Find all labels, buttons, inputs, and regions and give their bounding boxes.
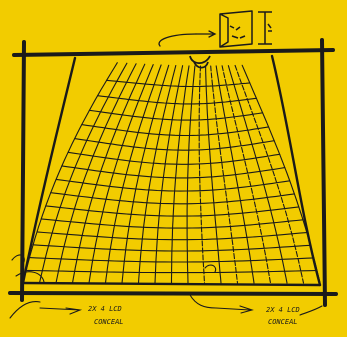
mesh-column-line: [186, 65, 196, 284]
mesh-row-line: [55, 178, 291, 192]
mesh-column-line: [234, 64, 305, 284]
mesh-row-line: [50, 192, 295, 205]
mesh-column-line: [154, 65, 184, 284]
warped-grid-mesh: [22, 62, 321, 284]
mesh-column-line: [38, 62, 128, 284]
left-note-line-2: CONCEAL: [94, 318, 124, 326]
mesh-row-line: [36, 231, 308, 241]
mesh-row-line: [28, 257, 315, 263]
mesh-row-line: [88, 109, 264, 121]
mesh-outline: [21, 54, 322, 287]
mesh-row-line: [81, 124, 270, 137]
mesh-row-line: [25, 269, 318, 274]
outer-frame: [8, 38, 338, 307]
bottom-scribbles: [9, 254, 323, 319]
mesh-row-line: [97, 95, 257, 105]
mesh-column-line: [22, 62, 118, 284]
mesh-row-line: [67, 151, 281, 165]
mesh-row-line: [74, 138, 275, 151]
mesh-column-line: [205, 65, 222, 284]
right-note-line-1: 2X 4 LCD: [266, 306, 300, 314]
mesh-column-line: [198, 65, 206, 284]
mesh-column-line: [88, 64, 154, 284]
mesh-column-line: [137, 64, 177, 284]
left-note-line-1: 2X 4 LCD: [88, 305, 122, 313]
mesh-row-line: [40, 218, 304, 229]
mesh-column-line: [104, 64, 162, 284]
top-clamp: [189, 55, 211, 69]
mesh-column-line: [121, 64, 170, 284]
mesh-column-line: [170, 65, 190, 284]
mesh-row-line: [106, 79, 251, 88]
device-sketch: [219, 10, 272, 48]
mesh-column-line: [71, 63, 146, 284]
mesh-row-line: [61, 165, 286, 179]
mesh-row-line: [45, 205, 300, 217]
right-note-line-2: CONCEAL: [268, 318, 298, 326]
mesh-column-line: [215, 65, 255, 284]
mesh-column-line: [221, 65, 272, 284]
mesh-column-line: [210, 65, 239, 284]
mesh-column-line: [227, 65, 288, 284]
leader-arrow: [158, 30, 217, 47]
mesh-column-line: [55, 63, 137, 284]
mesh-row-line: [32, 244, 311, 252]
